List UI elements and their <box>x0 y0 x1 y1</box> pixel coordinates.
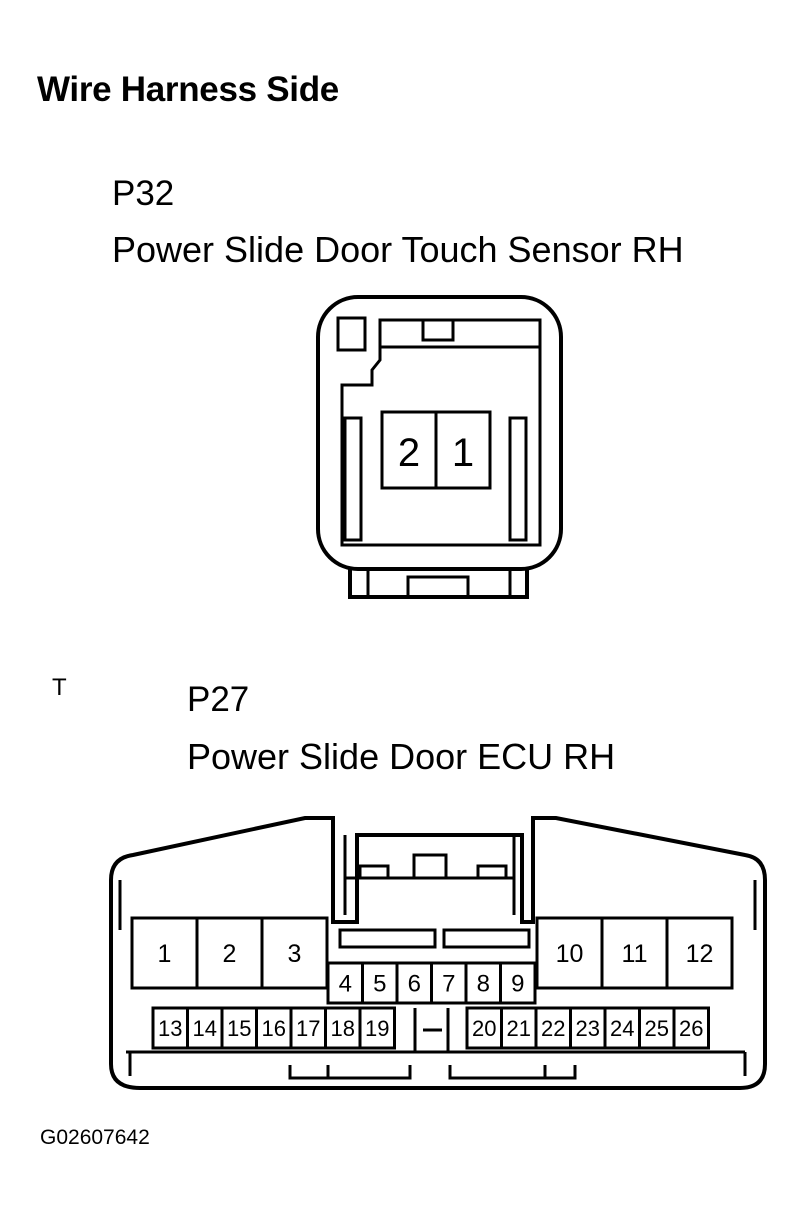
p27-terminal-cell <box>665 916 734 990</box>
p32-cavity-outline <box>340 318 542 547</box>
p27-terminal-label: 6 <box>408 971 421 998</box>
p27-terminal-label: 4 <box>339 971 352 998</box>
p27-terminal-label: 16 <box>262 1016 286 1041</box>
p32-housing-outline <box>316 295 563 571</box>
p27-terminal-label: 22 <box>541 1016 565 1041</box>
p27-terminal-label: 14 <box>193 1016 217 1041</box>
p32-terminal-label: 2 <box>398 431 420 475</box>
p27-housing-outline <box>109 816 767 1090</box>
p27-terminal-label: 15 <box>227 1016 251 1041</box>
p27-terminal-label: 23 <box>576 1016 600 1041</box>
p27-terminal-label: 9 <box>511 971 524 998</box>
p27-slot-right <box>442 928 531 949</box>
p32-terminal-label: 1 <box>452 431 474 475</box>
p32-corner-key <box>336 316 367 352</box>
page-heading: Wire Harness Side <box>37 70 339 109</box>
p27-slot-left <box>338 928 437 949</box>
p32-right-rib <box>508 416 528 542</box>
p27-terminal-cell <box>260 916 329 990</box>
p32-top-latch <box>421 318 455 342</box>
side-mark: T <box>52 674 67 701</box>
connector-p32-name: Power Slide Door Touch Sensor RH <box>112 229 684 270</box>
connector-p27-code: P27 <box>187 680 250 719</box>
p27-terminal-label: 12 <box>686 940 714 968</box>
p27-terminal-label: 24 <box>610 1016 634 1041</box>
p27-terminal-label: 17 <box>296 1016 320 1041</box>
p27-terminal-label: 8 <box>477 971 490 998</box>
p27-terminal-cell <box>499 961 537 1005</box>
p27-terminal-label: 21 <box>507 1016 531 1041</box>
figure-id: G02607642 <box>40 1126 150 1149</box>
p27-terminal-label: 20 <box>472 1016 496 1041</box>
p27-terminal-label: 26 <box>679 1016 703 1041</box>
p27-terminal-label: 13 <box>158 1016 182 1041</box>
p27-terminal-label: 5 <box>373 971 386 998</box>
p27-terminal-label: 11 <box>622 940 648 968</box>
connector-p32-code: P32 <box>112 174 175 213</box>
p27-terminal-label: 7 <box>442 971 455 998</box>
p32-left-rib <box>343 416 363 542</box>
p27-terminal-label: 2 <box>223 940 237 968</box>
p32-terminal-cell <box>434 410 492 490</box>
p27-terminal-label: 19 <box>365 1016 389 1041</box>
p27-terminal-label: 10 <box>556 940 584 968</box>
p27-terminal-label: 18 <box>331 1016 355 1041</box>
p27-terminal-cell <box>672 1006 710 1050</box>
p27-terminal-label: 25 <box>645 1016 669 1041</box>
connector-p27-name: Power Slide Door ECU RH <box>187 736 616 777</box>
p27-terminal-cell <box>358 1006 396 1050</box>
p27-terminal-label: 1 <box>158 940 172 968</box>
p27-terminal-label: 3 <box>288 940 302 968</box>
